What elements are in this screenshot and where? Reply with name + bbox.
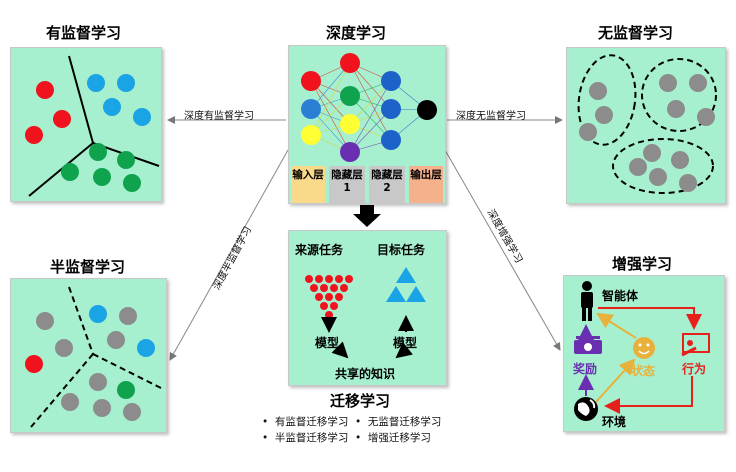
title-deep: 深度学习 [326, 24, 387, 42]
blue-point [133, 108, 151, 126]
red-point [25, 126, 43, 144]
gray-point [55, 339, 73, 357]
panel-supervised [10, 47, 162, 202]
gray-point [671, 151, 689, 169]
gray-point [36, 312, 54, 330]
gray-point [643, 144, 661, 162]
blue-point [137, 339, 155, 357]
red-point [25, 355, 43, 373]
panel-rl: 智能体 奖励 状态 行为 环境 [563, 275, 725, 432]
gray-point [589, 82, 607, 100]
environment-label: 环境 [602, 415, 627, 429]
blue-point [89, 305, 107, 323]
agent-label: 智能体 [602, 289, 639, 303]
edge-label-unsupervised: 深度无监督学习 [456, 111, 526, 122]
transfer-type-text: 增强迁移学习 [367, 432, 431, 444]
gray-point [119, 307, 137, 325]
panel-semi [10, 278, 167, 433]
transfer-type-item: • 半监督迁移学习 • 增强迁移学习 [262, 432, 431, 444]
layer-hidden-2: 隐藏层 2 [369, 166, 405, 203]
green-point [123, 174, 141, 192]
gray-point [697, 108, 715, 126]
rl-loop [574, 281, 710, 421]
blue-point [117, 74, 135, 92]
panel-deep: 输入层 隐藏层 1 隐藏层 2 输出层 [288, 45, 446, 204]
source-data-dots [305, 275, 353, 319]
layer-hidden-1: 隐藏层 1 [329, 166, 365, 203]
state-label: 状态 [631, 364, 656, 378]
gray-point [89, 373, 107, 391]
edge-line-rl [444, 149, 561, 351]
gray-point [629, 158, 647, 176]
gray-point [579, 123, 597, 141]
target-data-triangles [386, 267, 426, 302]
transfer-type-text: 半监督迁移学习 [274, 432, 349, 444]
transfer-types-list: • 有监督迁移学习 • 无监督迁移学习 • 半监督迁移学习 • 增强迁移学习 [262, 414, 441, 446]
edge-line-semi [169, 149, 289, 361]
state-icon [633, 337, 655, 359]
layer-output: 输出层 [409, 166, 443, 203]
source-task-label: 来源任务 [295, 243, 344, 257]
title-semi: 半监督学习 [50, 258, 126, 276]
green-point [89, 143, 107, 161]
action-icon [681, 333, 710, 357]
gray-point [659, 74, 677, 92]
shared-knowledge-label: 共享的知识 [335, 367, 396, 381]
model-right-label: 模型 [393, 336, 418, 350]
action-label: 行为 [682, 362, 707, 376]
edge-label-supervised: 深度有监督学习 [184, 111, 254, 122]
gray-point [595, 106, 613, 124]
red-point [36, 81, 54, 99]
gray-point [123, 403, 141, 421]
title-supervised: 有监督学习 [46, 24, 122, 42]
blue-point [103, 98, 121, 116]
semi-boundaries [30, 286, 164, 428]
reward-label: 奖励 [573, 362, 598, 376]
panel-transfer: 来源任务 目标任务 模型 模型 共享的知识 [288, 230, 447, 386]
transfer-type-text: 无监督迁移学习 [367, 416, 442, 428]
gray-point [649, 168, 667, 186]
gray-point [93, 399, 111, 417]
model-left-label: 模型 [315, 336, 340, 350]
red-point [53, 110, 71, 128]
green-point [117, 381, 135, 399]
green-point [61, 163, 79, 181]
gray-point [667, 100, 685, 118]
panel-unsupervised [566, 47, 726, 204]
blue-point [87, 74, 105, 92]
neural-network [301, 53, 437, 162]
reward-icon [574, 336, 602, 354]
gray-point [679, 174, 697, 192]
transfer-type-item: • 有监督迁移学习 • 无监督迁移学习 [262, 416, 442, 428]
title-transfer: 迁移学习 [330, 392, 391, 410]
transfer-graphics [305, 267, 426, 359]
target-task-label: 目标任务 [377, 243, 426, 257]
layer-input: 输入层 [291, 166, 325, 203]
transfer-type-text: 有监督迁移学习 [274, 416, 349, 428]
cluster-outlines [577, 54, 717, 194]
environment-icon [574, 397, 598, 421]
gray-point [107, 331, 125, 349]
title-unsupervised: 无监督学习 [598, 24, 674, 42]
agent-icon [581, 281, 593, 321]
green-point [117, 151, 135, 169]
green-point [93, 168, 111, 186]
gray-point [61, 393, 79, 411]
gray-point [689, 74, 707, 92]
title-rl: 增强学习 [612, 255, 673, 273]
